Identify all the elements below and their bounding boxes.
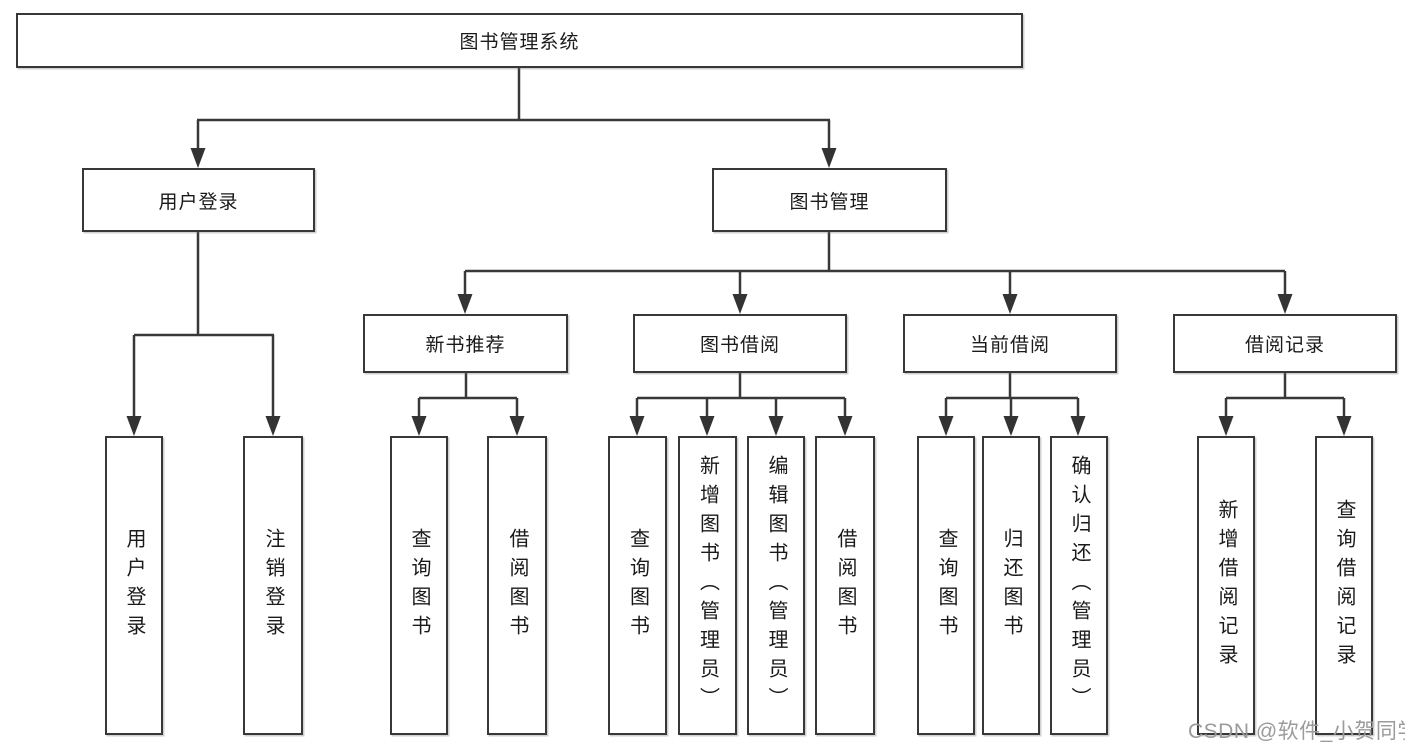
node-label: 用户登录 xyxy=(123,527,145,644)
csdn-watermark: CSDN @软件_小贺同学 xyxy=(1188,720,1405,743)
node-library-management-system: 图书管理系统 xyxy=(16,13,1023,68)
node-login: 用户登录 xyxy=(105,436,163,735)
node-label: 新增图书（管理员） xyxy=(696,455,719,716)
arrowhead xyxy=(732,294,748,314)
node-new-book-recommend: 新书推荐 xyxy=(363,314,568,373)
node-br-add-record: 新增借阅记录 xyxy=(1197,436,1255,735)
node-label: 图书管理系统 xyxy=(459,32,580,53)
arrowhead xyxy=(509,416,525,436)
arrowhead xyxy=(699,416,715,436)
node-cb-return-books: 归还图书 xyxy=(982,436,1040,735)
arrowhead xyxy=(768,416,784,436)
arrowhead xyxy=(1002,294,1018,314)
arrowhead xyxy=(821,148,837,168)
arrowhead xyxy=(457,294,473,314)
node-br-query-record: 查询借阅记录 xyxy=(1315,436,1373,735)
arrowhead xyxy=(265,416,281,436)
node-label: 新书推荐 xyxy=(425,335,506,356)
node-label: 查询图书 xyxy=(626,527,649,644)
node-label: 图书管理 xyxy=(789,191,870,213)
node-bb-edit-books: 编辑图书（管理员） xyxy=(747,436,805,735)
arrowhead xyxy=(1277,294,1293,314)
node-bb-query-books: 查询图书 xyxy=(608,436,667,735)
node-label: 借阅图书 xyxy=(506,527,528,644)
node-current-borrowing: 当前借阅 xyxy=(903,314,1117,373)
node-user-login-branch: 用户登录 xyxy=(82,168,315,232)
node-label: 用户登录 xyxy=(158,191,239,213)
node-bb-add-books: 新增图书（管理员） xyxy=(678,436,737,735)
arrowhead xyxy=(411,416,427,436)
arrowhead xyxy=(629,416,645,436)
node-label: 确认归还（管理员） xyxy=(1068,455,1090,716)
arrowhead xyxy=(837,416,853,436)
arrowhead xyxy=(1003,416,1019,436)
node-label: 借阅记录 xyxy=(1244,335,1325,356)
node-book-management-branch: 图书管理 xyxy=(712,168,947,232)
node-label: 查询借阅记录 xyxy=(1333,498,1355,673)
node-label: 借阅图书 xyxy=(834,527,856,644)
node-bb-borrow-books: 借阅图书 xyxy=(815,436,875,735)
node-label: 图书借阅 xyxy=(699,335,780,356)
node-cb-query-books: 查询图书 xyxy=(917,436,975,735)
node-nb-borrow-books: 借阅图书 xyxy=(487,436,547,735)
node-label: 查询图书 xyxy=(935,527,957,644)
arrowhead xyxy=(1336,416,1352,436)
node-borrowing-records: 借阅记录 xyxy=(1173,314,1397,373)
node-label: 新增借阅记录 xyxy=(1215,498,1237,673)
arrowhead xyxy=(126,416,142,436)
arrowhead xyxy=(1218,416,1234,436)
node-label: 归还图书 xyxy=(1000,527,1022,644)
node-book-borrowing: 图书借阅 xyxy=(633,314,847,373)
node-label: 编辑图书（管理员） xyxy=(765,455,787,716)
node-label: 当前借阅 xyxy=(969,335,1050,356)
arrowhead xyxy=(190,148,206,168)
node-label: 查询图书 xyxy=(408,527,430,644)
arrowhead xyxy=(938,416,954,436)
node-nb-query-books: 查询图书 xyxy=(390,436,448,735)
arrowhead xyxy=(1070,416,1086,436)
node-cb-confirm-return: 确认归还（管理员） xyxy=(1050,436,1108,735)
node-logout: 注销登录 xyxy=(243,436,303,735)
node-label: 注销登录 xyxy=(262,527,284,644)
